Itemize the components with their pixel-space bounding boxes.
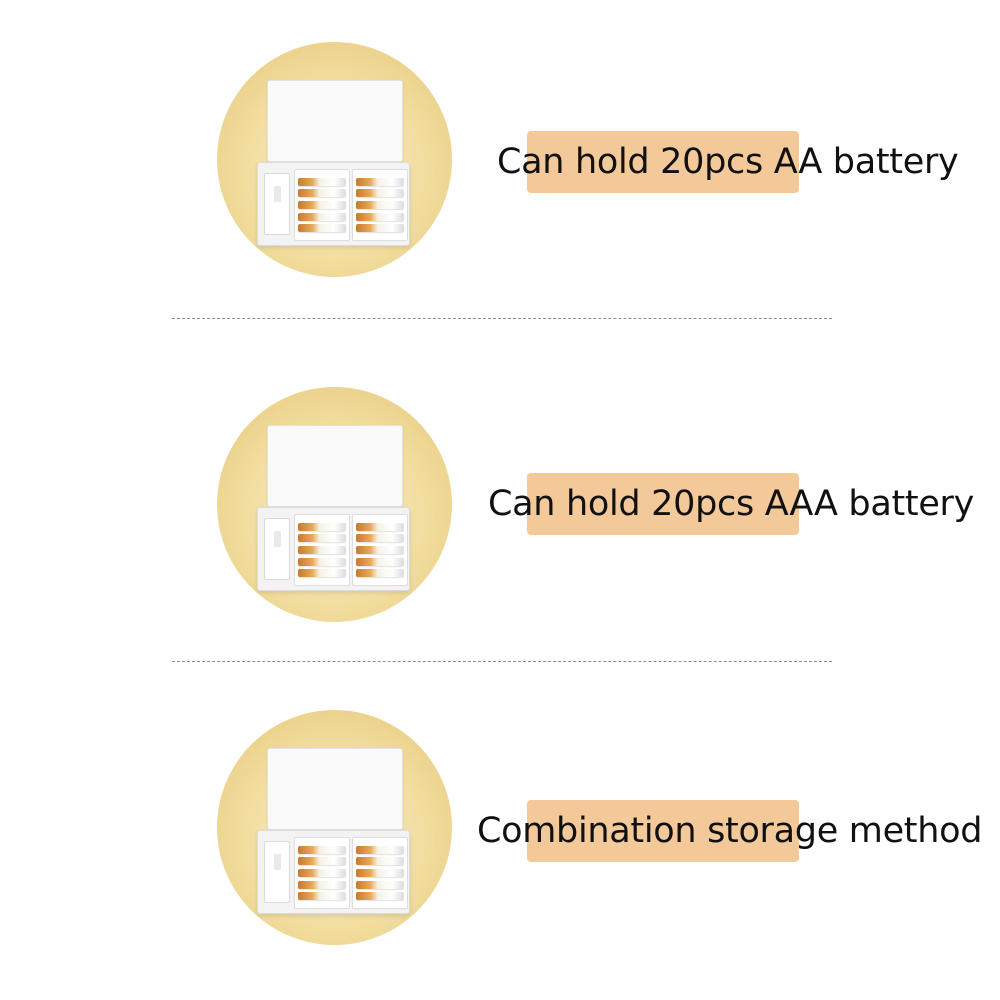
- battery-icon: [356, 177, 404, 186]
- product-image-circle: [217, 42, 452, 277]
- box-lid: [267, 80, 403, 162]
- battery-icon: [298, 200, 346, 209]
- dashed-divider: [172, 318, 832, 319]
- battery-icon: [356, 534, 404, 543]
- feature-row-aa: Can hold 20pcs AA battery: [0, 0, 1000, 330]
- battery-icon: [298, 857, 346, 866]
- feature-caption: Can hold 20pcs AA battery: [497, 142, 959, 182]
- battery-compartment: [294, 837, 350, 909]
- battery-icon: [356, 557, 404, 566]
- battery-icon: [356, 845, 404, 854]
- dashed-divider: [172, 661, 832, 662]
- battery-icon: [356, 857, 404, 866]
- battery-icon: [298, 534, 346, 543]
- feature-row-combination: Combination storage method: [0, 670, 1000, 1000]
- battery-icon: [356, 868, 404, 877]
- tray-side-slot: [264, 841, 290, 903]
- battery-icon: [356, 569, 404, 578]
- box-lid: [267, 425, 403, 507]
- battery-box-icon: [217, 42, 452, 277]
- label-highlight: [527, 800, 799, 862]
- battery-icon: [356, 224, 404, 233]
- product-image-circle: [217, 710, 452, 945]
- label-highlight: [527, 473, 799, 535]
- label-highlight: [527, 131, 799, 193]
- battery-icon: [298, 892, 346, 901]
- battery-icon: [298, 868, 346, 877]
- battery-icon: [356, 892, 404, 901]
- feature-caption: Combination storage method: [477, 811, 983, 851]
- battery-icon: [298, 569, 346, 578]
- battery-icon: [298, 189, 346, 198]
- battery-icon: [356, 522, 404, 531]
- battery-compartment: [294, 169, 350, 241]
- battery-icon: [298, 522, 346, 531]
- battery-icon: [298, 845, 346, 854]
- battery-box-icon: [217, 387, 452, 622]
- battery-icon: [356, 189, 404, 198]
- product-image-circle: [217, 387, 452, 622]
- battery-compartment: [352, 514, 408, 586]
- tray-side-slot: [264, 173, 290, 235]
- feature-caption: Can hold 20pcs AAA battery: [488, 484, 975, 524]
- battery-compartment: [294, 514, 350, 586]
- battery-icon: [356, 200, 404, 209]
- battery-icon: [356, 880, 404, 889]
- tray-side-slot: [264, 518, 290, 580]
- battery-icon: [356, 212, 404, 221]
- battery-icon: [298, 545, 346, 554]
- box-lid: [267, 748, 403, 830]
- box-tray: [257, 162, 410, 246]
- battery-box-icon: [217, 710, 452, 945]
- battery-icon: [356, 545, 404, 554]
- battery-icon: [298, 557, 346, 566]
- battery-icon: [298, 880, 346, 889]
- battery-icon: [298, 224, 346, 233]
- box-tray: [257, 507, 410, 591]
- feature-row-aaa: Can hold 20pcs AAA battery: [0, 345, 1000, 675]
- battery-icon: [298, 212, 346, 221]
- battery-compartment: [352, 837, 408, 909]
- box-tray: [257, 830, 410, 914]
- battery-compartment: [352, 169, 408, 241]
- battery-icon: [298, 177, 346, 186]
